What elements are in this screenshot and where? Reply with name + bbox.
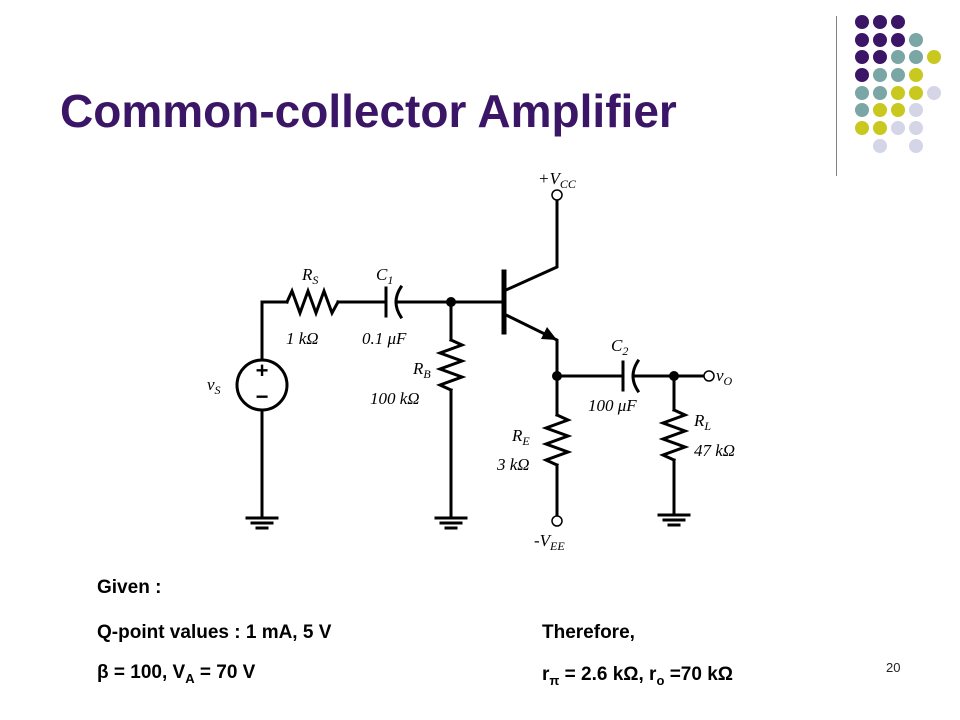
qpoint-values: Q-point values : 1 mA, 5 V xyxy=(97,622,332,643)
beta-text: = 100, V xyxy=(108,662,186,683)
junction-dot-emitter xyxy=(552,371,562,381)
voltage-source xyxy=(235,358,289,412)
label-c1-name: C1 xyxy=(376,265,393,287)
va-subscript: A xyxy=(185,670,195,686)
slide-title: Common-collector Amplifier xyxy=(60,85,677,137)
label-rl-name: RL xyxy=(693,411,711,433)
wire-source-top xyxy=(260,300,289,362)
label-vee: -VEE xyxy=(534,531,565,553)
terminal-vcc xyxy=(551,189,563,201)
source-plus-sign: + xyxy=(256,358,269,383)
label-c2-value: 100 μF xyxy=(588,396,637,415)
label-vs: vS xyxy=(207,375,221,397)
beta-symbol: β xyxy=(97,662,109,683)
source-minus-sign: − xyxy=(256,384,269,409)
page-number: 20 xyxy=(886,660,901,675)
junction-dot-base xyxy=(446,297,456,307)
label-rb-value: 100 kΩ xyxy=(370,389,420,408)
ro-subscript: o xyxy=(656,672,665,688)
rpi-value: = 2.6 kΩ, r xyxy=(559,664,657,685)
label-vcc: +VCC xyxy=(538,169,577,191)
label-rs-name: RS xyxy=(301,265,318,287)
terminal-vo xyxy=(703,370,715,382)
rpi-subscript: π xyxy=(549,672,560,688)
label-re-name: RE xyxy=(511,426,530,448)
resistor-rs xyxy=(285,286,341,318)
given-heading: Given : xyxy=(97,577,162,598)
transistor-collector xyxy=(504,196,559,292)
therefore-heading: Therefore, xyxy=(542,622,635,643)
r-symbol: r xyxy=(542,664,550,685)
beta-va-line: β = 100, VA = 70 V xyxy=(97,662,255,686)
label-rs-value: 1 kΩ xyxy=(286,329,319,348)
transistor-emitter xyxy=(503,312,559,378)
divider-line xyxy=(836,16,837,176)
label-c1-value: 0.1 μF xyxy=(362,329,407,348)
transistor-emitter-arrow xyxy=(541,327,557,340)
label-re-value: 3 kΩ xyxy=(496,455,530,474)
ground-symbol-rl xyxy=(657,513,691,527)
label-rl-value: 47 kΩ xyxy=(694,441,735,460)
label-c2-name: C2 xyxy=(611,336,628,358)
label-rb-name: RB xyxy=(412,359,431,381)
rpi-ro-line: rπ = 2.6 kΩ, ro =70 kΩ xyxy=(542,664,733,688)
dot-pattern xyxy=(855,15,941,153)
ro-value: =70 kΩ xyxy=(664,664,734,685)
ground-symbol-source xyxy=(245,516,279,530)
junction-dot-output xyxy=(669,371,679,381)
resistor-rb xyxy=(435,338,467,392)
resistor-re xyxy=(541,413,573,467)
label-vo: vO xyxy=(716,366,733,388)
terminal-vee xyxy=(551,515,563,527)
va-text: = 70 V xyxy=(194,662,256,683)
resistor-rl xyxy=(658,408,690,462)
ground-symbol-rb xyxy=(434,516,468,530)
